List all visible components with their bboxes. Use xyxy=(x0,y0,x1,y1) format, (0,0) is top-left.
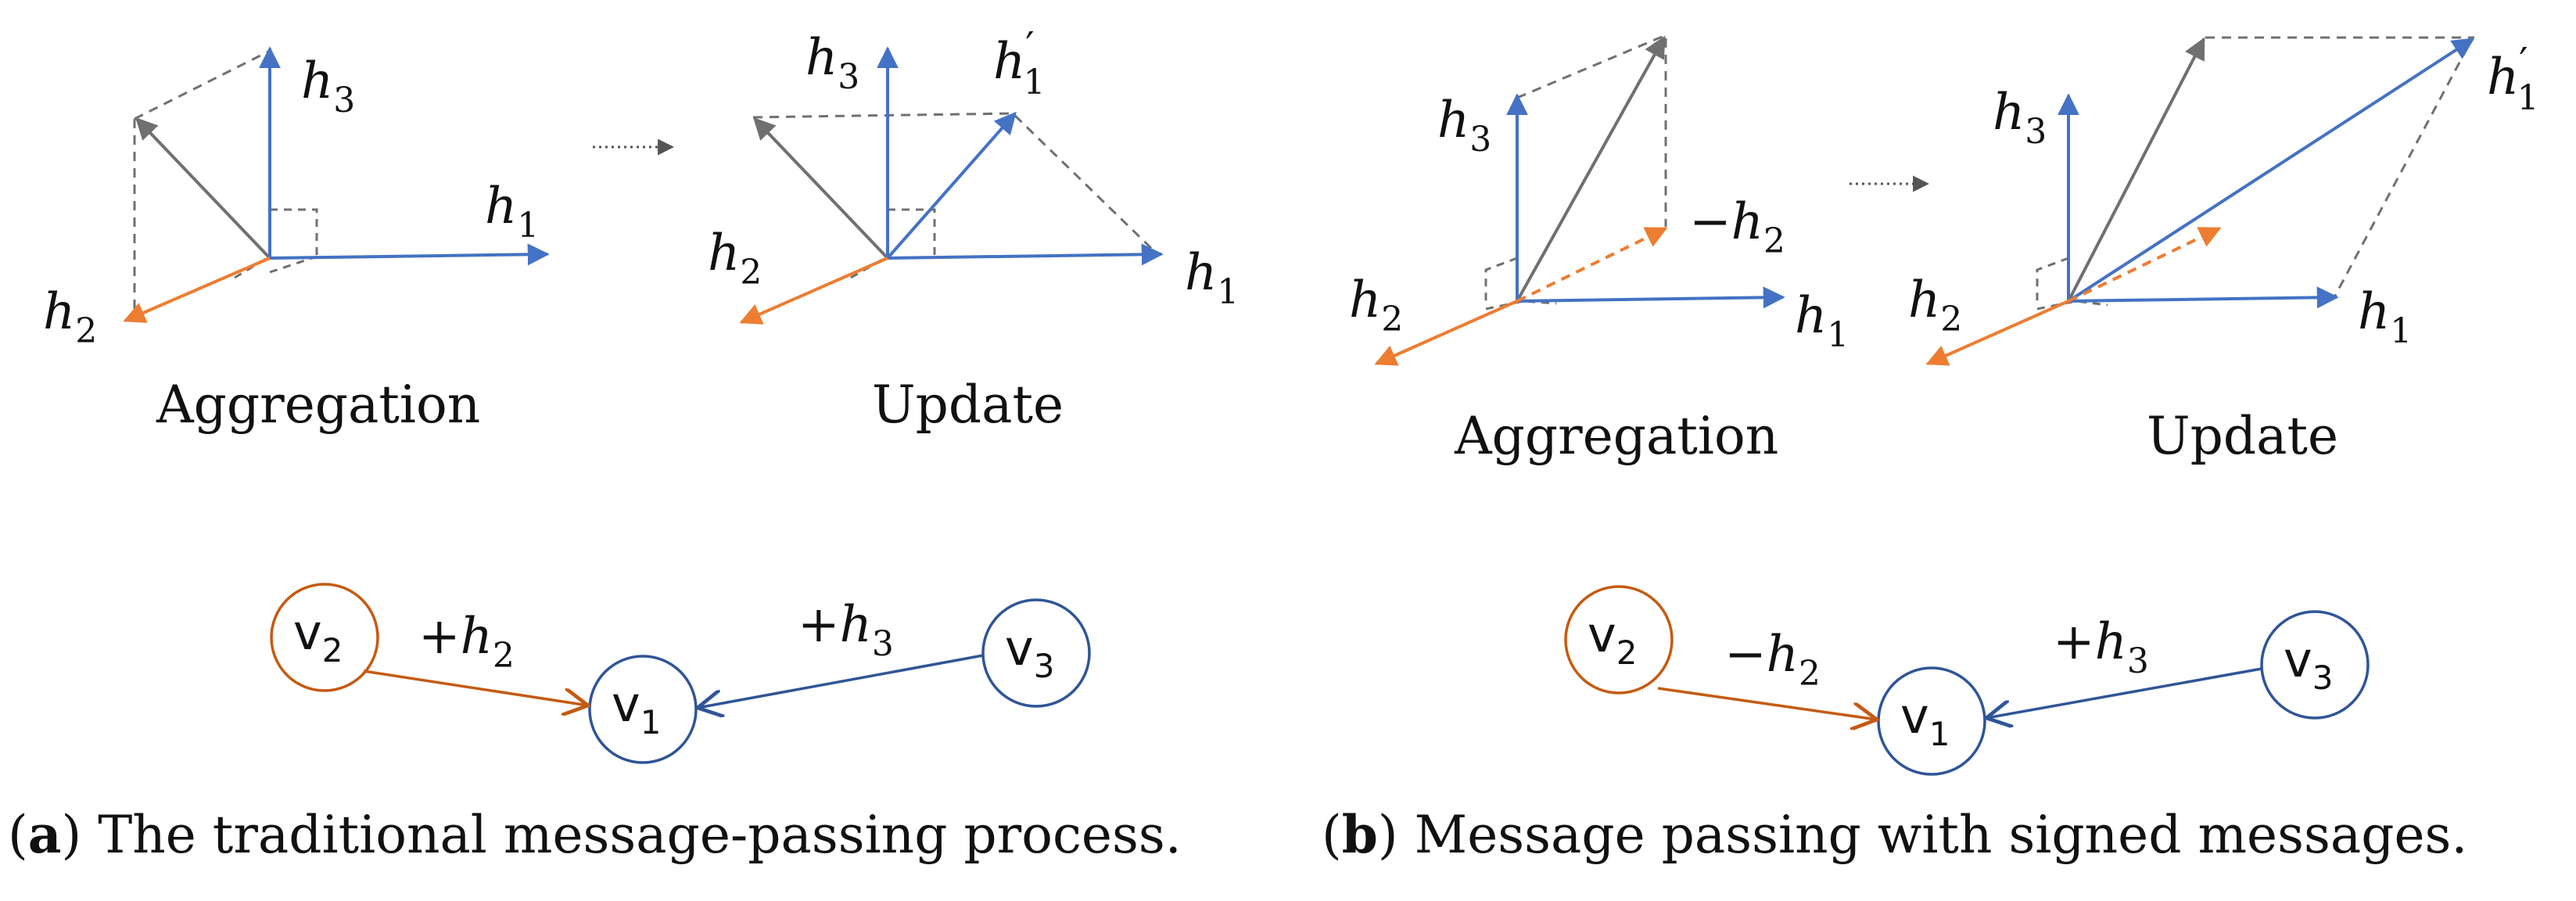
aggregation-label: Aggregation xyxy=(1454,406,1778,466)
h1-label: h1 xyxy=(2358,283,2412,351)
h1-label: h1 xyxy=(1185,244,1239,312)
update-label: Update xyxy=(872,375,1064,435)
message-label-h2: +h2 xyxy=(418,608,515,676)
h3-label: h3 xyxy=(301,52,355,120)
h1-vector xyxy=(269,243,550,266)
h1-prime-vector xyxy=(886,111,1017,260)
h2-label: h2 xyxy=(43,283,97,351)
h2-vector xyxy=(1925,300,2069,366)
dashed-corner-box xyxy=(2036,257,2108,311)
h2-vector xyxy=(123,257,271,323)
panel-b-update-diagram: h3 h′1 h1 h2 Update xyxy=(1908,36,2539,466)
dashed-parallelogram xyxy=(2205,36,2475,298)
negative-h2-label: −h2 xyxy=(1689,193,1785,261)
caption-a: (a) The traditional message-passing proc… xyxy=(8,804,1182,865)
caption-b: (b) Message passing with signed messages… xyxy=(1322,804,2467,865)
update-label: Update xyxy=(2147,406,2338,466)
aggregate-vector xyxy=(2067,37,2205,302)
message-label-h3: +h3 xyxy=(798,596,894,664)
node-v2-label: v2 xyxy=(293,604,343,669)
panel-b-aggregation-diagram: h3 −h2 h1 h2 Aggregation xyxy=(1349,33,1849,466)
aggregate-vector xyxy=(1516,35,1666,302)
aggregation-label: Aggregation xyxy=(156,375,480,435)
node-v2-label: v2 xyxy=(1588,606,1637,672)
negative-h2-vector xyxy=(1516,227,1668,303)
h1-prime-vector xyxy=(2067,38,2475,303)
h2-label: h2 xyxy=(708,224,762,293)
edge-v3-v1 xyxy=(1986,667,2262,718)
dashed-corner-box xyxy=(1484,257,1557,311)
h2-label: h2 xyxy=(1908,271,1962,339)
dashed-box xyxy=(1516,33,1667,227)
h3-label: h3 xyxy=(1993,84,2047,152)
message-label-negative-h2: −h2 xyxy=(1724,626,1821,694)
node-v3-label: v3 xyxy=(1005,619,1054,685)
h2-vector xyxy=(739,257,888,325)
aggregate-vector xyxy=(135,117,271,260)
node-v3 xyxy=(2260,610,2370,720)
h1-prime-label: h′1 xyxy=(2487,39,2539,118)
node-v1-label: v1 xyxy=(612,676,661,741)
node-v3-label: v3 xyxy=(2284,631,2333,697)
panel-a-graph: v2 v1 v3 +h2 +h3 xyxy=(270,583,1091,764)
node-v2 xyxy=(270,583,379,692)
h1-vector xyxy=(887,243,1164,266)
aggregate-vector xyxy=(753,117,889,260)
h1-prime-label: h′1 xyxy=(993,23,1046,102)
h3-label: h3 xyxy=(805,29,859,97)
dashed-parallelogram xyxy=(752,112,1159,256)
h1-label: h1 xyxy=(1795,287,1849,355)
h1-label: h1 xyxy=(485,178,539,246)
node-v2 xyxy=(1564,585,1674,695)
panel-a-aggregation-diagram: h3 h1 h2 Aggregation xyxy=(43,46,550,435)
message-label-h3: +h3 xyxy=(2053,613,2149,681)
edge-v2-v1 xyxy=(1657,687,1877,720)
node-v3 xyxy=(981,598,1091,708)
panel-a-update-diagram: h3 h′1 h1 h2 Update xyxy=(708,23,1239,435)
panel-b-graph: v2 v1 v3 −h2 +h3 xyxy=(1564,585,2370,776)
edge-v2-v1 xyxy=(363,669,588,705)
h2-label: h2 xyxy=(1349,271,1403,339)
negative-h2-vector xyxy=(2068,227,2222,303)
h1-vector xyxy=(1516,286,1785,309)
node-v1-label: v1 xyxy=(1900,687,1950,753)
edge-v3-v1 xyxy=(698,654,984,708)
h3-label: h3 xyxy=(1437,92,1491,160)
h1-vector xyxy=(2068,286,2339,309)
h2-vector xyxy=(1374,300,1518,366)
